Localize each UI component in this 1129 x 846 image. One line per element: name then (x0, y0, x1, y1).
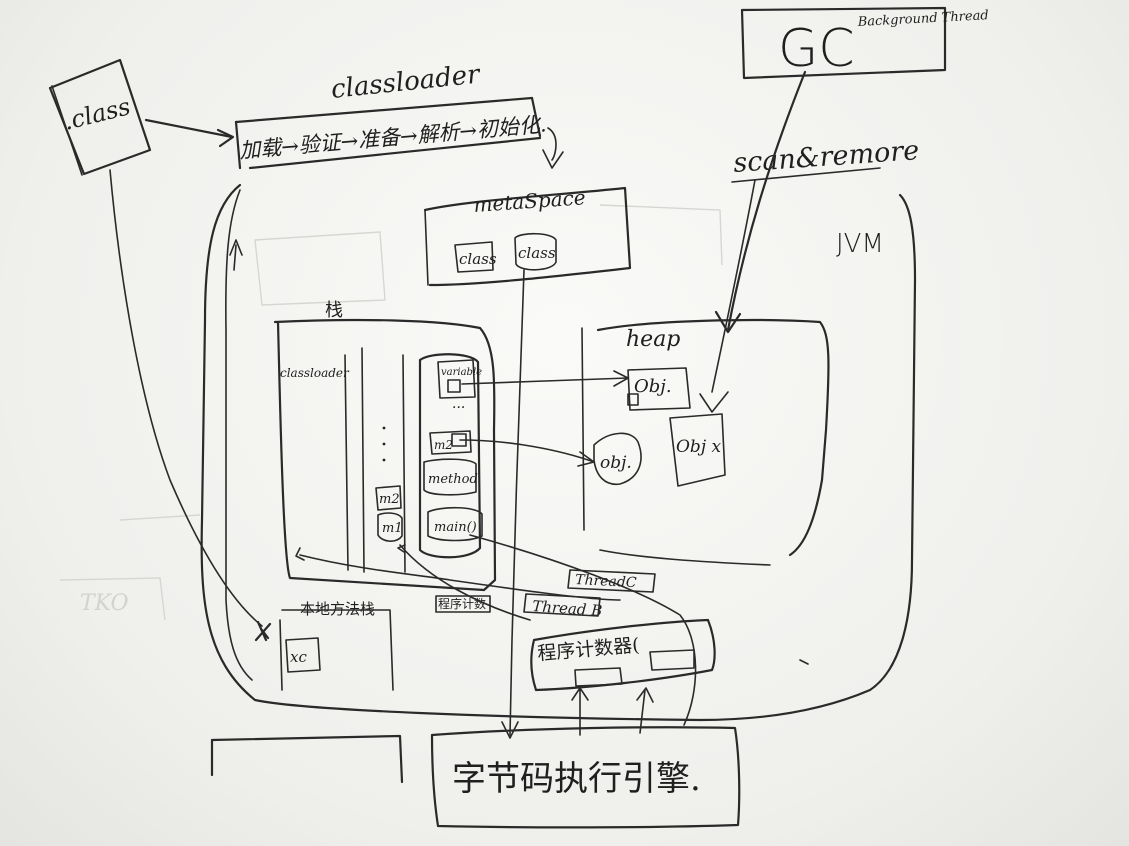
program-counter-box (530, 618, 716, 692)
metaspace-to-engine-head (501, 721, 519, 739)
thread-c-box (567, 569, 656, 593)
left-lower-bracket (210, 734, 404, 784)
program-counter-tag: 程序计数 (438, 596, 486, 611)
frame-dots: ··· (452, 400, 465, 416)
left-loop (229, 239, 243, 271)
paper-ghost-marks: TKO (59, 204, 723, 621)
ref-variable-to-obj-head (613, 370, 629, 387)
program-counter-tag-box (435, 595, 491, 613)
gc-box (740, 6, 947, 80)
main-frame (427, 506, 483, 542)
native-box-label: xc (290, 648, 307, 666)
stack-frame-m1-left (377, 512, 403, 542)
stack-classloader-label: classloader (280, 366, 350, 380)
native-stack-label: 本地方法栈 (300, 600, 375, 618)
class-file-box (48, 58, 152, 176)
thread-flow-5 (295, 547, 305, 561)
obj-2-label: obj. (600, 453, 632, 473)
thread-flow-3 (469, 534, 697, 726)
stray-mark (799, 659, 809, 665)
class-long-line (109, 169, 263, 627)
metaspace-box (423, 186, 632, 287)
ref-m2-to-obj (459, 439, 595, 463)
metaspace-class-box-1 (454, 241, 494, 273)
stack-m1-left: m1 (382, 521, 403, 536)
svg-text:TKO: TKO (80, 591, 129, 616)
gc-label: GC (778, 19, 855, 79)
thread-flow-4 (397, 544, 406, 553)
stack-m2-left: m2 (379, 492, 400, 507)
bytecode-engine-label: 字节码执行引擎. (452, 759, 701, 799)
gc-arrow-long (726, 70, 807, 332)
m2-frame-label: m2 (434, 438, 453, 452)
gc-arrow-to-obj-head (699, 391, 729, 413)
metaspace-class-1: class (459, 250, 497, 268)
main-frame-label: main() (434, 520, 477, 535)
background-thread-label: Background Thread (856, 8, 989, 30)
method-frame (423, 458, 477, 496)
engine-arrow-up-1 (571, 687, 589, 736)
jvm-boundary (200, 183, 917, 722)
variable-frame (437, 359, 476, 399)
obj-box-1 (627, 367, 691, 411)
stack-dots (382, 426, 386, 462)
metaspace-class-box-2 (514, 232, 557, 271)
classloader-title: classloader (330, 59, 483, 105)
engine-arrow-up-2 (636, 687, 654, 734)
variable-label: variable (441, 367, 482, 378)
metaspace-class-2: class (518, 244, 556, 262)
jvm-inner-left (225, 189, 253, 681)
obj-box-3 (669, 413, 726, 487)
method-frame-label: method (428, 472, 478, 487)
class-file-label: .class (61, 92, 133, 136)
heap-box (581, 318, 830, 566)
classloader-box (234, 96, 564, 170)
obj-3-label: Obj x (676, 437, 721, 457)
thread-frames-column (418, 353, 482, 559)
bytecode-engine-box (430, 726, 741, 829)
obj-box-2 (593, 432, 642, 485)
metaspace-to-engine-line (509, 269, 525, 736)
stack-box (273, 318, 497, 592)
stack-label: 栈 (325, 300, 343, 321)
obj-1-label: Obj. (634, 376, 672, 397)
thread-flow-1 (299, 554, 621, 601)
native-stack-box (279, 609, 394, 691)
metaspace-label: metaSpace (473, 185, 587, 217)
m2-frame (429, 430, 472, 455)
heap-label: heap (626, 327, 680, 352)
program-counter-label: 程序计数器( (537, 634, 641, 665)
gc-arrow-to-obj (711, 179, 756, 393)
scan-remove-underline (731, 167, 881, 183)
ref-variable-to-obj (461, 377, 629, 385)
jvm-label: JVM (836, 229, 884, 259)
native-mark (254, 620, 272, 642)
arrow-class-to-loader (144, 118, 234, 139)
stack-frame-m2-left (375, 485, 402, 511)
thread-flow-2 (399, 544, 531, 621)
arrow-head-loader (216, 128, 235, 148)
ref-m2-to-obj-head (577, 451, 595, 467)
loading-steps-text: 加载→验证→准备→解析→初始化. (238, 112, 547, 163)
